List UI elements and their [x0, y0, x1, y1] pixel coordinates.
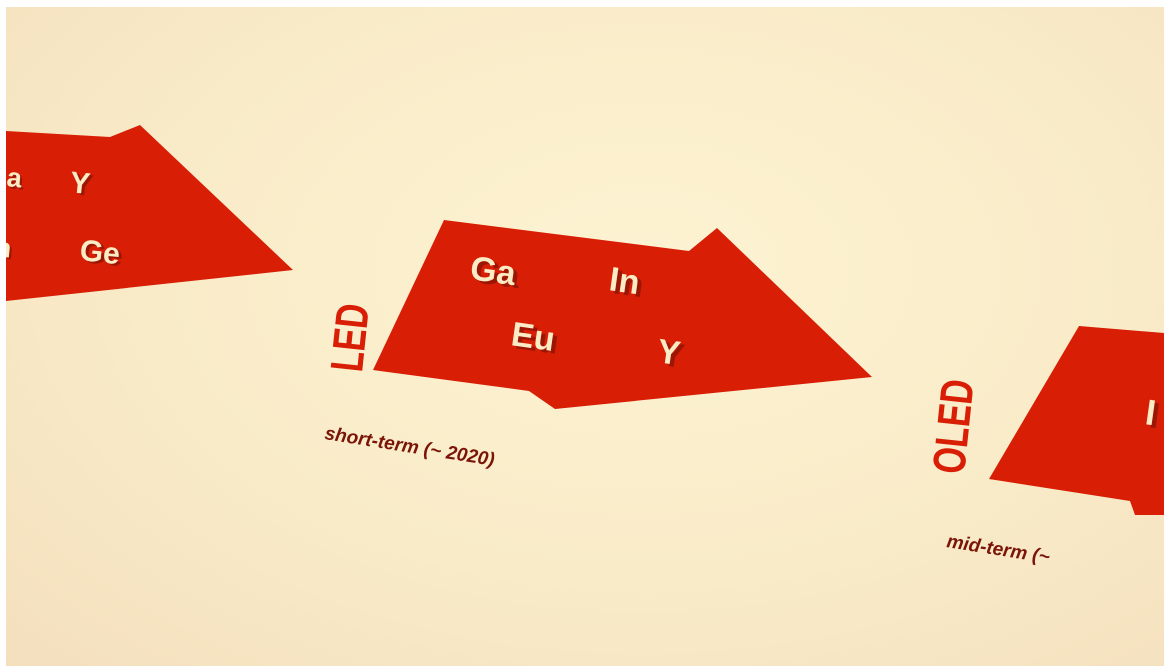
arrow-left-shape: [6, 125, 293, 301]
background-canvas: a a Y Y n n Ge Ge LED Ga Ga In In Eu Eu …: [6, 7, 1164, 666]
arrow-oled: OLED I I mid-term (~: [922, 326, 1164, 568]
arrow-oled-shape: [989, 326, 1164, 515]
element-in: In: [607, 260, 642, 302]
caption-mid-term: mid-term (~: [945, 531, 1051, 568]
arrow-left: a a Y Y n n Ge Ge: [6, 125, 293, 301]
arrow-oled-side-label: OLED: [922, 377, 984, 476]
arrow-led-shape: [373, 220, 872, 409]
caption-short-term: short-term (~ 2020): [323, 423, 496, 471]
element-eu: Eu: [509, 315, 557, 359]
arrow-led: LED Ga Ga In In Eu Eu Y Y short-term (~ …: [320, 220, 872, 471]
material-roadmap-diagram: a a Y Y n n Ge Ge LED Ga Ga In In Eu Eu …: [6, 7, 1164, 666]
element-ga: Ga: [468, 249, 519, 293]
element-left-y: Y: [68, 166, 91, 201]
element-left-ge: Ge: [78, 234, 121, 271]
arrow-led-side-label: LED: [320, 301, 379, 374]
